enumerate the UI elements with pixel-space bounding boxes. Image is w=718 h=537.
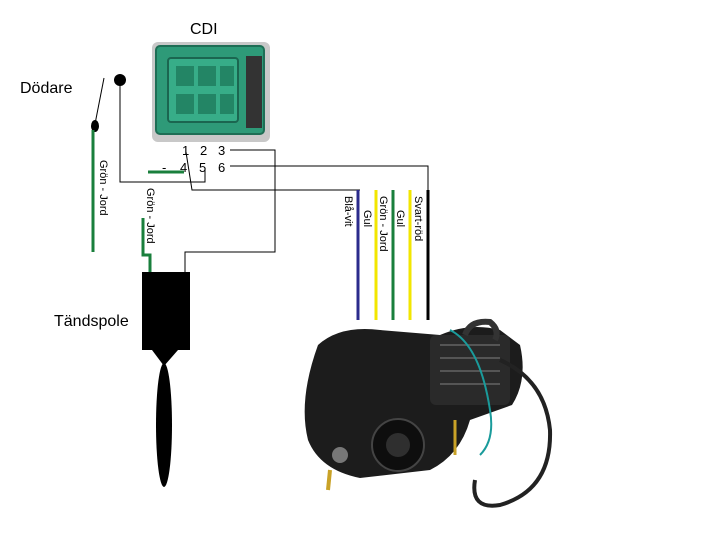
cdi-pin-3: 3: [218, 143, 225, 158]
engine-wire-label-5: Svart-röd: [412, 196, 424, 241]
cdi-unit: [152, 42, 270, 142]
cdi-pin-dash: -: [162, 160, 166, 175]
engine-wire-label-1: Blå-vit: [342, 196, 354, 227]
engine-wire-label-4: Gul: [394, 210, 406, 227]
engine-wire-label-3: Grön - Jord: [377, 196, 389, 252]
engine-image: [304, 318, 553, 508]
cdi-pin-5: 5: [199, 160, 206, 175]
coil-ground-wire: [141, 218, 152, 272]
kill-switch-ground-label: Grön - Jord: [97, 160, 109, 216]
engine-wire-label-2: Gul: [361, 210, 373, 227]
cdi-pin-2: 2: [200, 143, 207, 158]
connection-lines: [94, 77, 429, 272]
kill-switch-contact: [91, 120, 99, 132]
ignition-coil-body: [142, 272, 190, 350]
cdi-label: CDI: [190, 21, 218, 38]
ignition-coil-label: Tändspole: [54, 313, 129, 330]
coil-ground-label: Grön - Jord: [144, 188, 156, 244]
spark-plug-lead: [156, 363, 172, 487]
cdi-pin-6: 6: [218, 160, 225, 175]
kill-switch-label: Dödare: [20, 80, 73, 97]
kill-switch-terminal: [114, 74, 126, 86]
cdi-pin-1: 1: [182, 143, 189, 158]
cdi-pin-4: 4: [180, 160, 187, 175]
